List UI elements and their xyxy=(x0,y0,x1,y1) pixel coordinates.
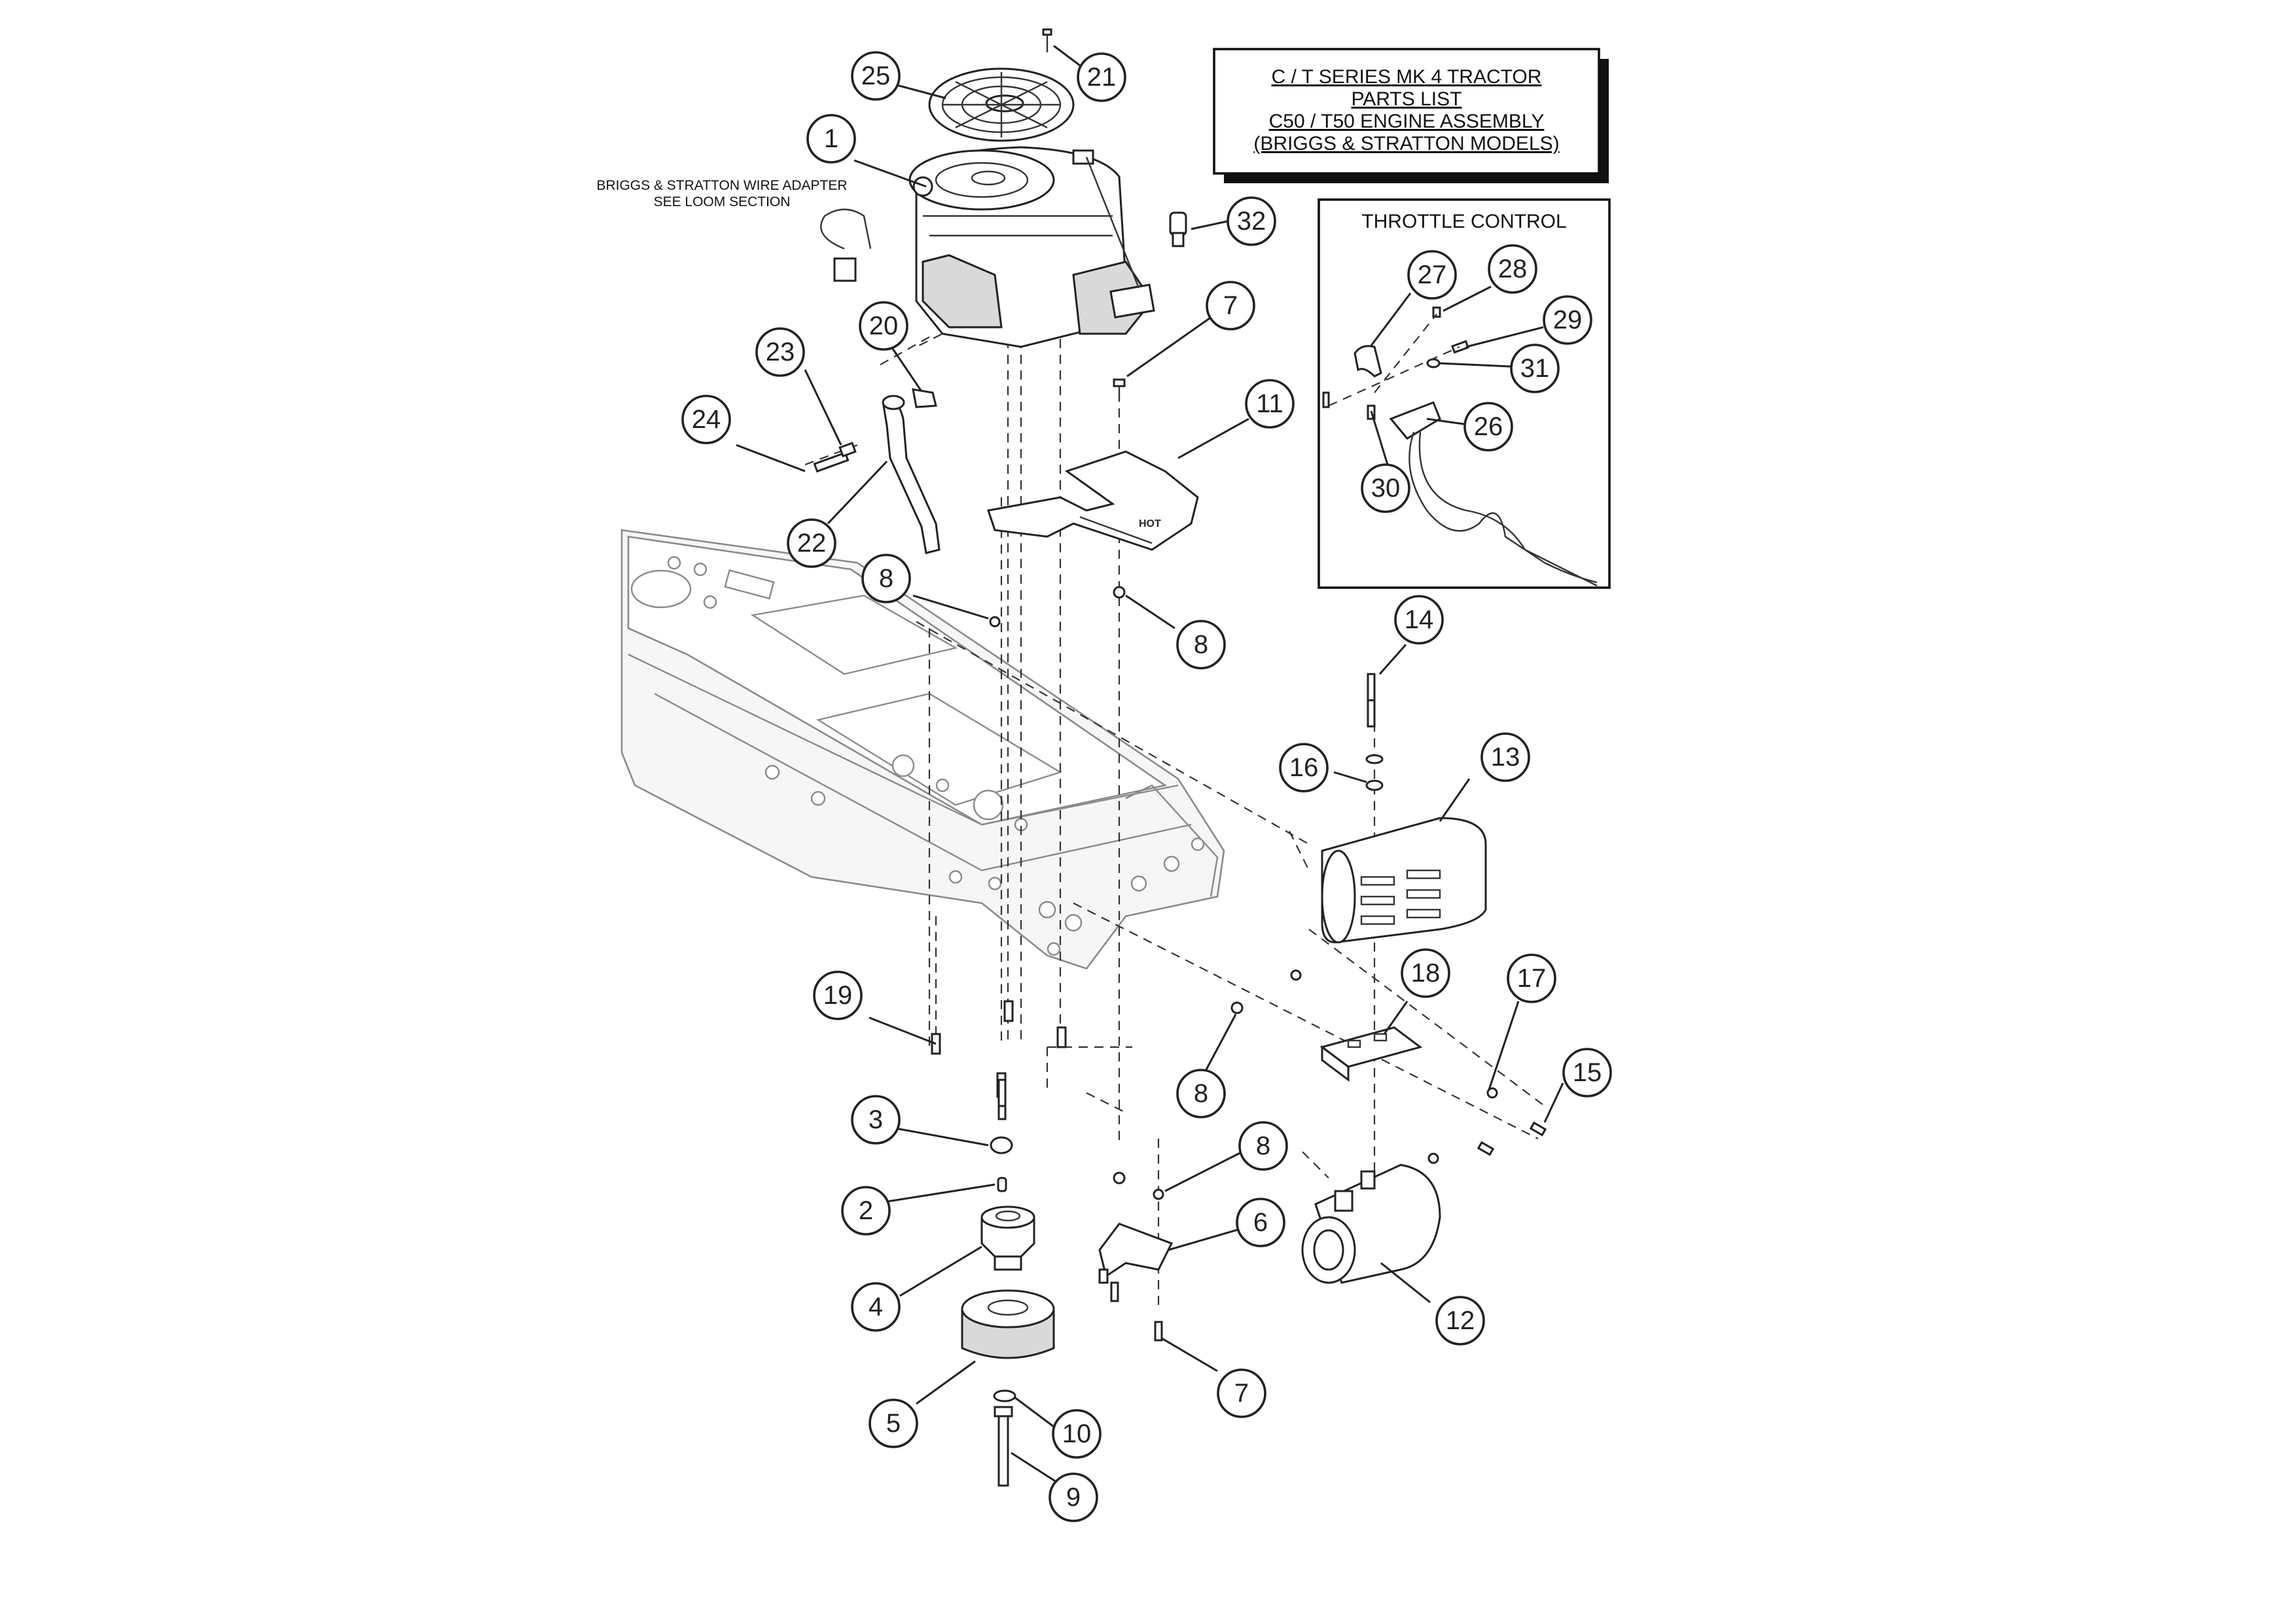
callout-32: 32 xyxy=(1227,196,1276,246)
callout-16: 16 xyxy=(1279,743,1329,793)
svg-text:24: 24 xyxy=(692,405,721,434)
callout-5: 5 xyxy=(869,1399,918,1448)
callout-28: 28 xyxy=(1488,244,1537,294)
title-line-2: PARTS LIST xyxy=(1352,88,1462,110)
svg-text:12: 12 xyxy=(1446,1306,1475,1335)
wire-note-line-1: BRIGGS & STRATTON WIRE ADAPTER xyxy=(596,178,847,193)
svg-text:21: 21 xyxy=(1087,63,1117,92)
callout-20: 20 xyxy=(859,301,908,351)
callout-31: 31 xyxy=(1510,344,1560,393)
svg-text:5: 5 xyxy=(886,1409,901,1438)
svg-text:8: 8 xyxy=(879,564,893,593)
callout-7: 7 xyxy=(1217,1368,1266,1418)
svg-text:1: 1 xyxy=(824,124,838,153)
callout-9: 9 xyxy=(1049,1472,1098,1522)
svg-text:29: 29 xyxy=(1553,306,1583,334)
svg-text:7: 7 xyxy=(1223,291,1238,320)
svg-text:13: 13 xyxy=(1491,743,1520,772)
callout-19: 19 xyxy=(813,971,863,1020)
svg-text:7: 7 xyxy=(1234,1379,1249,1408)
svg-text:15: 15 xyxy=(1573,1058,1602,1087)
svg-text:6: 6 xyxy=(1253,1208,1268,1237)
svg-text:17: 17 xyxy=(1517,964,1547,993)
mount-bracket xyxy=(1098,1222,1174,1284)
callout-10: 10 xyxy=(1052,1409,1102,1459)
title-line-3: C50 / T50 ENGINE ASSEMBLY xyxy=(1269,111,1545,132)
wire-note-line-2: SEE LOOM SECTION xyxy=(654,194,791,209)
callout-15: 15 xyxy=(1562,1048,1612,1097)
svg-text:3: 3 xyxy=(869,1105,883,1134)
callout-30: 30 xyxy=(1361,463,1410,513)
callout-17: 17 xyxy=(1507,954,1556,1003)
callout-29: 29 xyxy=(1543,295,1592,345)
callout-27: 27 xyxy=(1407,250,1457,300)
callouts: 25 21 1 32 7 23 20 24 11 22 8 8 14 16 13… xyxy=(681,51,1612,1522)
title-line-1: C / T SERIES MK 4 TRACTOR xyxy=(1272,66,1542,88)
callout-8: 8 xyxy=(1176,620,1226,669)
hot-label: HOT xyxy=(1139,518,1161,529)
svg-text:8: 8 xyxy=(1256,1132,1270,1160)
chassis-frame xyxy=(620,529,1225,970)
svg-text:16: 16 xyxy=(1289,753,1319,782)
callout-21: 21 xyxy=(1077,52,1126,102)
callout-25: 25 xyxy=(851,51,901,101)
callout-26: 26 xyxy=(1463,402,1513,452)
callout-2: 2 xyxy=(841,1186,891,1236)
callout-18: 18 xyxy=(1401,948,1450,998)
svg-text:8: 8 xyxy=(1194,1079,1208,1108)
svg-text:31: 31 xyxy=(1520,354,1550,383)
heat-shield: HOT xyxy=(987,450,1199,551)
callout-1: 1 xyxy=(806,114,856,164)
svg-text:28: 28 xyxy=(1498,255,1528,283)
engine xyxy=(908,146,1155,348)
muffler-bracket xyxy=(1319,1026,1423,1082)
svg-text:8: 8 xyxy=(1194,630,1208,659)
svg-text:22: 22 xyxy=(797,529,827,558)
svg-text:30: 30 xyxy=(1371,474,1401,503)
svg-text:18: 18 xyxy=(1411,959,1441,988)
dipstick-tube xyxy=(813,388,941,554)
callout-7: 7 xyxy=(1206,281,1255,330)
callout-23: 23 xyxy=(755,327,805,377)
callout-3: 3 xyxy=(851,1095,901,1145)
callout-8: 8 xyxy=(1176,1069,1226,1118)
callout-13: 13 xyxy=(1480,732,1530,782)
svg-text:4: 4 xyxy=(869,1293,883,1321)
svg-text:10: 10 xyxy=(1062,1419,1092,1448)
svg-text:14: 14 xyxy=(1405,605,1434,634)
svg-text:9: 9 xyxy=(1066,1483,1081,1512)
wire-adapter xyxy=(820,208,872,282)
callout-14: 14 xyxy=(1394,595,1444,645)
muffler xyxy=(1301,1164,1441,1284)
throttle-control-box: THROTTLE CONTROL xyxy=(1318,198,1611,589)
title-box: C / T SERIES MK 4 TRACTOR PARTS LIST C50… xyxy=(1213,48,1609,183)
svg-text:27: 27 xyxy=(1418,260,1447,289)
throttle-title: THROTTLE CONTROL xyxy=(1361,211,1566,232)
svg-text:32: 32 xyxy=(1237,207,1266,236)
pto-assembly xyxy=(961,1079,1055,1487)
svg-text:23: 23 xyxy=(766,338,795,366)
leader-lines xyxy=(736,45,1564,1484)
grass-screen xyxy=(928,67,1075,142)
title-line-4: (BRIGGS & STRATTON MODELS) xyxy=(1253,133,1559,154)
wire-note: BRIGGS & STRATTON WIRE ADAPTER SEE LOOM … xyxy=(596,178,847,209)
callout-4: 4 xyxy=(851,1282,901,1332)
svg-text:26: 26 xyxy=(1474,412,1503,441)
svg-text:2: 2 xyxy=(859,1196,873,1225)
callout-22: 22 xyxy=(787,518,836,568)
callout-6: 6 xyxy=(1236,1198,1285,1247)
svg-text:20: 20 xyxy=(869,312,899,340)
callout-11: 11 xyxy=(1245,379,1295,429)
muffler-guard xyxy=(1321,817,1487,944)
svg-text:19: 19 xyxy=(823,981,853,1010)
callout-8: 8 xyxy=(1238,1121,1288,1171)
svg-text:25: 25 xyxy=(861,62,891,90)
callout-8: 8 xyxy=(861,554,911,603)
svg-text:11: 11 xyxy=(1256,389,1283,418)
callout-12: 12 xyxy=(1435,1296,1485,1346)
callout-24: 24 xyxy=(681,395,731,444)
